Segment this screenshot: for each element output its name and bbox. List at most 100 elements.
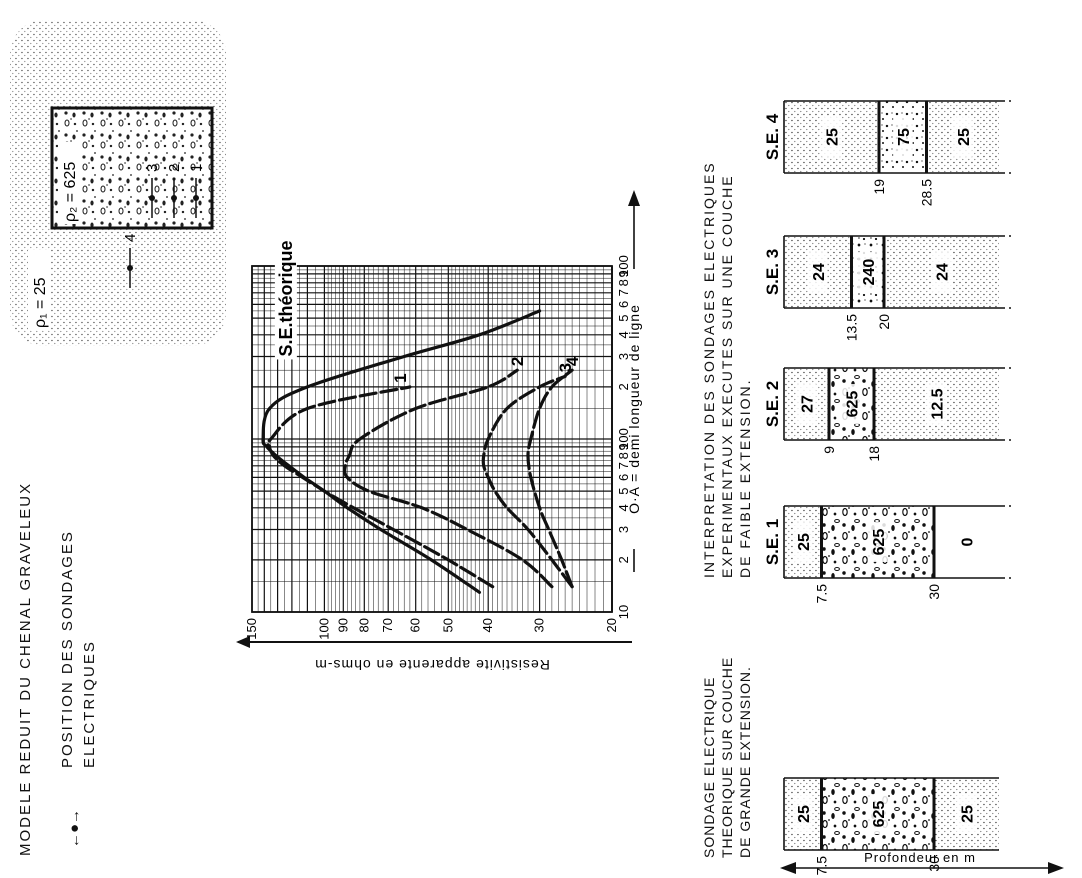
y-tick-label: 90 — [335, 618, 350, 632]
x-tick-label: 5 — [616, 487, 631, 494]
curve-label-4: 4 — [563, 356, 582, 366]
depth-label: 18 — [866, 446, 882, 462]
legend-text-1: POSITION DES SONDAGES — [59, 530, 76, 768]
layer-value: 625 — [871, 529, 888, 556]
position-marker-4 — [127, 248, 133, 288]
tick-labels: 1023456789100234567891002030405060708090… — [244, 255, 631, 640]
x-tick-label: 9 — [616, 443, 631, 450]
x-tick-label: 6 — [616, 474, 631, 481]
column-label: S.E. 4 — [763, 113, 782, 160]
x-tick-label: 2 — [616, 556, 631, 563]
depth-label: 30 — [926, 584, 942, 600]
position-marker-3 — [149, 178, 155, 218]
x-tick-label: 100 — [616, 255, 631, 277]
y-tick-label: 150 — [244, 618, 259, 640]
x-tick-label: 4 — [616, 504, 631, 511]
plot-frame — [251, 265, 613, 613]
position-marker-2 — [171, 178, 177, 218]
column-label: S.E. 1 — [763, 519, 782, 565]
depth-axis-label: Profondeur en m — [864, 850, 976, 865]
depth-label: 28.5 — [919, 179, 935, 206]
curve-2 — [343, 368, 554, 589]
layer-value: 27 — [800, 395, 817, 413]
x-tick-label: 6 — [616, 301, 631, 308]
x-tick-label: 100 — [616, 428, 631, 450]
y-tick-label: 60 — [408, 618, 423, 632]
theoretical-heading-line-3: DE GRANDE EXTENSION. — [737, 666, 753, 858]
depth-label: 7.5 — [814, 584, 830, 604]
layer-value: 0 — [960, 537, 977, 546]
x-tick-label: 8 — [616, 279, 631, 286]
layer-value: 240 — [861, 259, 878, 286]
column-label: S.E. 3 — [763, 249, 782, 295]
y-tick-label: 70 — [380, 618, 395, 632]
layer-value: 625 — [871, 801, 888, 828]
legend-symbol: ←●→ — [66, 808, 83, 848]
column-label: S.E. 2 — [763, 381, 782, 427]
theoretical-heading-line-1: SONDAGE ELECTRIQUE — [701, 676, 717, 858]
layer-value: 12.5 — [930, 388, 947, 419]
depth-axis-arrow-tail — [780, 862, 796, 874]
model-title: MODELE REDUIT DU CHENAL GRAVELEUX — [17, 481, 34, 856]
y-tick-label: 50 — [440, 618, 455, 632]
x-tick-label: 7 — [616, 462, 631, 469]
position-label-1: 1 — [188, 164, 205, 172]
y-tick-label: 20 — [604, 618, 619, 632]
depth-axis-arrow-head — [1048, 862, 1064, 874]
x-tick-label: 2 — [616, 383, 631, 390]
layer-value: 625 — [845, 391, 862, 418]
layer-value: 24 — [935, 263, 952, 281]
x-tick-label: 4 — [616, 331, 631, 338]
curve-label-1: 1 — [391, 373, 410, 382]
depth-label: 19 — [871, 179, 887, 195]
experimental-heading-line-2: EXPERIMENTAUX EXECUTES SUR UNE COUCHE — [719, 174, 735, 578]
theoretical-heading: SONDAGE ELECTRIQUE THEORIQUE SUR COUCHE … — [700, 657, 754, 858]
depth-label: 7.5 — [814, 856, 830, 876]
layer-value: 75 — [896, 128, 913, 146]
rho2-label: ρ₂ = 625 — [62, 162, 79, 222]
x-tick-label: 3 — [616, 526, 631, 533]
soil-column-2: S.E. 2 27 625 12.5 9 18 — [763, 367, 1011, 462]
x-tick-label: 9 — [616, 270, 631, 277]
layer-value: 25 — [825, 128, 842, 146]
experimental-heading-line-1: INTERPRETATION DES SONDAGES ELECTRIQUES — [701, 161, 717, 578]
layer-value: 25 — [956, 128, 973, 146]
curve-theoretical — [261, 309, 542, 594]
legend-text-2: ELECTRIQUES — [81, 640, 98, 768]
curve-1 — [265, 385, 495, 589]
y-axis-label: Resistivite apparente en ohms-m — [314, 657, 550, 673]
layer-value: 24 — [811, 263, 828, 281]
curve-label-theoretical: S.E.théorique — [276, 240, 296, 356]
x-axis-label: O·A = demi longueur de ligne — [626, 304, 642, 514]
x-tick-label: 8 — [616, 452, 631, 459]
y-axis-arrow-head — [236, 636, 250, 648]
depth-label: 13.5 — [844, 314, 860, 341]
layer-value: 25 — [796, 805, 813, 823]
x-tick-label: 10 — [616, 605, 631, 619]
x-axis-arrow-head — [628, 190, 640, 206]
curve-label-3: 3 — [556, 363, 575, 372]
model-positions: 1 2 3 4 — [122, 164, 205, 288]
y-tick-label: 30 — [532, 618, 547, 632]
y-tick-label: 80 — [356, 618, 371, 632]
theoretical-heading-line-2: THEORIQUE SUR COUCHE — [719, 656, 735, 858]
layer-value: 25 — [960, 805, 977, 823]
rho1-label: ρ₁ = 25 — [32, 277, 49, 328]
position-label-4: 4 — [122, 234, 139, 242]
curve-4 — [526, 368, 574, 589]
x-tick-label: 3 — [616, 353, 631, 360]
depth-axis — [780, 862, 1064, 874]
experimental-heading-line-3: DE FAIBLE EXTENSION. — [737, 378, 753, 579]
chart-axes — [236, 190, 644, 648]
resistivity-curves: S.E.théorique 1 2 34 — [261, 237, 582, 594]
depth-label: 9 — [821, 446, 837, 454]
curve-label-2: 2 — [508, 357, 527, 366]
x-tick-label: 5 — [616, 314, 631, 321]
position-marker-1 — [193, 178, 199, 218]
